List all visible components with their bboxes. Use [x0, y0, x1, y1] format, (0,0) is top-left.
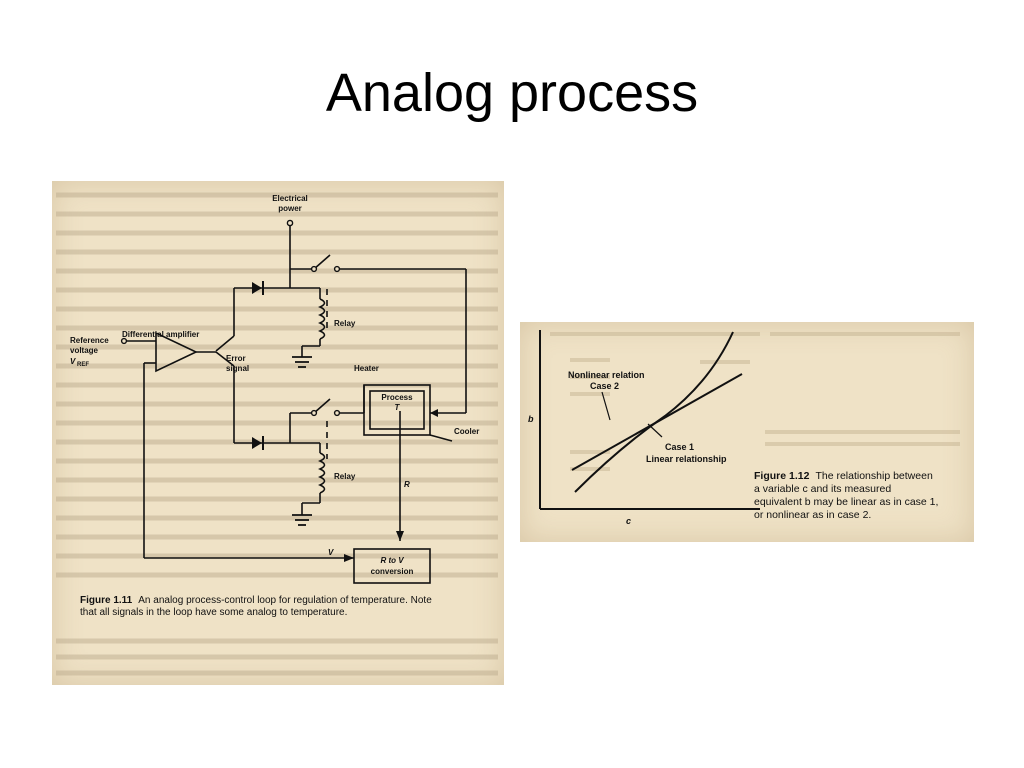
case-2-nonlinear-curve — [574, 331, 734, 493]
electrical-power-label-line1: Electrical — [272, 194, 308, 203]
axis-b-label: b — [528, 414, 534, 424]
error-signal-label-line1: Error — [226, 354, 246, 363]
differential-amplifier-symbol — [155, 331, 198, 373]
heater-label: Heater — [354, 364, 379, 373]
ground-symbol-bottom — [292, 514, 312, 526]
figure-1-12-caption-text: The relationship between — [815, 470, 932, 482]
figure-1-12-scan: Nonlinear relation Case 2 Case 1 Linear … — [520, 322, 974, 542]
case-2-label: Case 2 — [590, 381, 619, 391]
electrical-power-label-line2: power — [278, 204, 302, 213]
ground-symbol-top — [292, 356, 312, 368]
case-1-linear-line — [571, 373, 743, 471]
case-1-pointer — [647, 423, 663, 438]
figure-1-12-caption-line2: a variable c and its measured — [754, 483, 891, 495]
figure-1-12-caption-line3: equivalent b may be linear as in case 1, — [754, 496, 938, 508]
vref-subscript: REF — [77, 362, 89, 368]
voltage-v-label: V — [328, 548, 334, 557]
background-page-text-texture — [550, 332, 960, 471]
case-2-pointer — [601, 391, 611, 421]
heater-relay-switch — [313, 398, 331, 414]
bottom-relay-coil — [318, 452, 326, 494]
figure-1-11-caption-text: An analog process-control loop for regul… — [138, 595, 432, 606]
process-label: Process — [381, 393, 413, 402]
error-signal-label-line2: signal — [226, 364, 249, 373]
figure-1-12-number: Figure 1.12 — [754, 470, 810, 482]
figure-1-12-caption-line4: or nonlinear as in case 2. — [754, 509, 871, 521]
axis-c-label: c — [626, 516, 631, 526]
process-temperature-label: T — [395, 403, 401, 412]
case-1-label: Case 1 — [665, 442, 694, 452]
r-to-v-label-line1: R to V — [380, 556, 404, 565]
figure-1-11-scan: Electrical power Reference voltage V REF… — [52, 181, 504, 685]
process-chamber — [363, 384, 431, 436]
bottom-diode — [252, 437, 262, 449]
r-to-v-label-line2: conversion — [371, 567, 414, 576]
nonlinear-relation-label: Nonlinear relation — [568, 370, 645, 380]
figure-1-11-caption-line1: Figure 1.11 An analog process-control loo… — [80, 595, 432, 606]
top-relay-switch — [313, 254, 331, 270]
resistance-r-label: R — [404, 480, 410, 489]
figure-1-11-number: Figure 1.11 — [80, 595, 133, 606]
r-to-v-box — [353, 548, 431, 584]
cooler-leader — [429, 434, 453, 442]
relay-label-top: Relay — [334, 319, 356, 328]
background-page-text-texture — [56, 192, 498, 676]
cooler-label: Cooler — [454, 427, 479, 436]
figure-1-12-caption-line1: Figure 1.12 The relationship between — [754, 470, 933, 482]
linear-nonlinear-graph: Nonlinear relation Case 2 Case 1 Linear … — [528, 330, 938, 526]
vref-label: V — [70, 357, 76, 366]
top-relay-coil — [318, 298, 326, 340]
slide-title: Analog process — [325, 63, 699, 123]
top-diode — [252, 282, 262, 294]
figure-1-11-caption-line2: that all signals in the loop have some a… — [80, 607, 347, 618]
process-control-loop-diagram: Electrical power Reference voltage V REF… — [70, 194, 479, 618]
relay-label-bottom: Relay — [334, 472, 356, 481]
differential-amplifier-label: Differential amplifier — [122, 330, 199, 339]
reference-voltage-label-line2: voltage — [70, 346, 99, 355]
reference-voltage-label-line1: Reference — [70, 336, 109, 345]
linear-relationship-label: Linear relationship — [646, 454, 727, 464]
